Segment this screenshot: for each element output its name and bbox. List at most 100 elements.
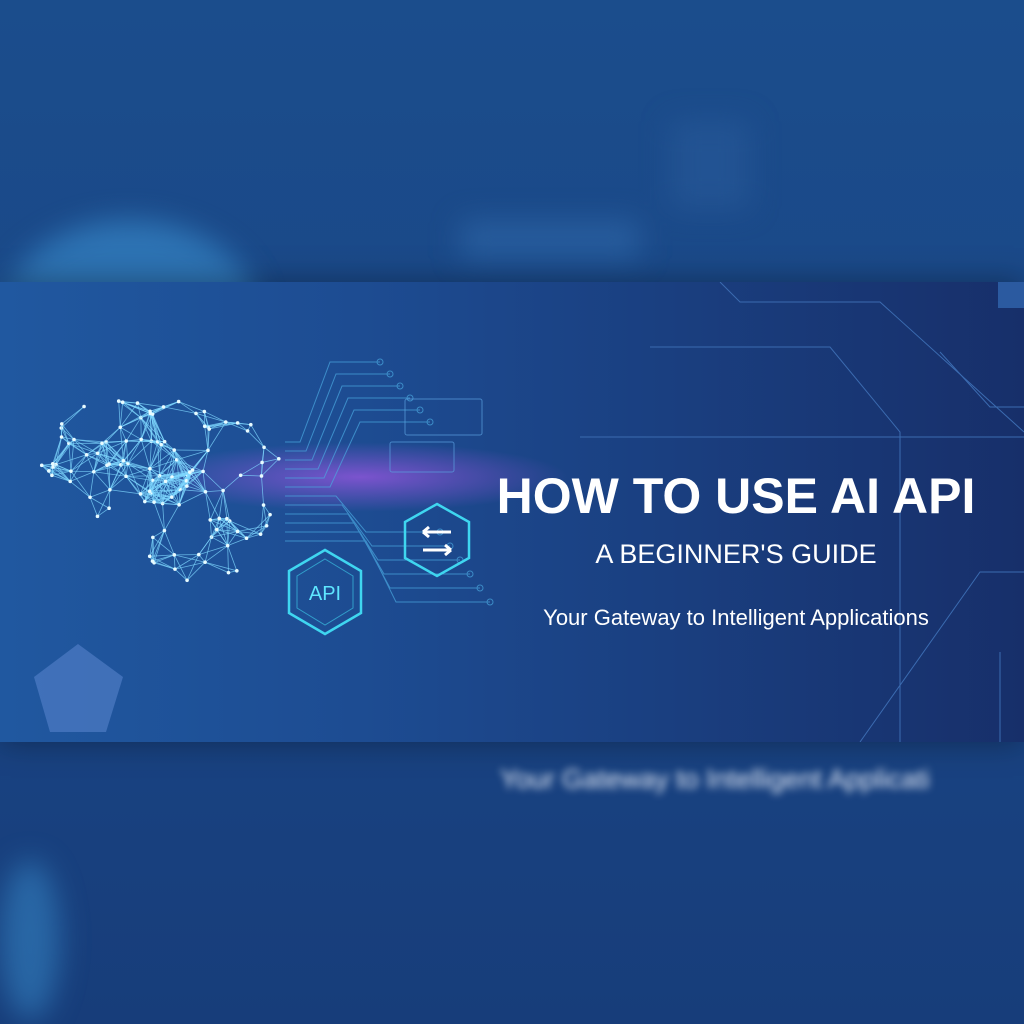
brain-mesh-line [144, 496, 172, 502]
brain-mesh-line [105, 441, 110, 465]
brain-node [72, 437, 76, 442]
circuit-trace [285, 409, 420, 479]
brain-node [170, 495, 174, 499]
brain-mesh-line [222, 474, 241, 491]
brain-node [244, 536, 249, 541]
brain-mesh-line [101, 443, 122, 466]
brain-node [249, 422, 253, 427]
brain-mesh-line [163, 406, 197, 414]
brain-node [88, 495, 92, 500]
brain-mesh-line [159, 475, 173, 478]
brain-mesh-line [120, 464, 127, 477]
brain-node [207, 427, 212, 431]
brain-mesh-line [198, 529, 218, 555]
brain-node [190, 468, 195, 472]
brain-node [143, 499, 147, 504]
brain-mesh-line [202, 450, 209, 472]
brain-mesh-line [108, 463, 111, 490]
brain-node [46, 469, 51, 473]
brain-mesh-line [152, 480, 173, 498]
brain-mesh-line [119, 427, 124, 461]
brain-mesh-line [149, 537, 154, 557]
brain-mesh-line [61, 436, 75, 440]
brain-node [150, 559, 155, 563]
brain-node [100, 441, 104, 446]
brain-mesh-line [204, 561, 229, 574]
brain-mesh-line [195, 413, 210, 430]
brain-node [188, 470, 192, 474]
brain-node [268, 512, 272, 517]
brain-mesh-line [211, 536, 228, 547]
brain-node [159, 442, 163, 447]
brain-node [162, 439, 167, 444]
circuit-node [426, 418, 434, 426]
hero-banner: API HOW TO USE AI API A BEGINNER'S GUIDE… [0, 282, 1024, 742]
api-badge-label: API [309, 583, 341, 605]
brain-mesh-line [149, 449, 175, 469]
brain-mesh-line [209, 519, 212, 538]
brain-mesh-line [61, 436, 87, 456]
brain-mesh-line [109, 475, 127, 491]
purple-glow [150, 442, 570, 512]
brain-mesh-line [173, 449, 193, 471]
brain-mesh-line [263, 446, 280, 460]
brain-mesh-line [260, 514, 271, 535]
brain-node [259, 474, 264, 478]
brain-mesh-line [204, 426, 209, 451]
brain-mesh-line [101, 440, 127, 444]
brain-node [152, 500, 156, 504]
blurred-tagline: Your Gateway to Intelligent Applicati [500, 764, 930, 794]
brain-mesh-line [93, 443, 103, 472]
brain-mesh-line [149, 491, 155, 503]
brain-mesh-line [86, 454, 110, 465]
brain-node [147, 489, 152, 493]
brain-mesh-line [173, 449, 191, 473]
brain-mesh-line [263, 504, 271, 515]
brain-node [264, 524, 269, 528]
subtitle: A BEGINNER'S GUIDE [595, 539, 877, 569]
brain-mesh-line [120, 426, 142, 440]
brain-mesh-line [246, 514, 271, 539]
brain-mesh-line [260, 504, 264, 535]
brain-mesh-line [60, 406, 85, 429]
circuit-node [486, 598, 494, 606]
brain-node [217, 516, 222, 521]
brain-mesh-line [237, 422, 251, 426]
brain-mesh-line [192, 450, 209, 471]
brain-mesh-line [250, 424, 265, 448]
tagline: Your Gateway to Intelligent Applications [543, 605, 929, 630]
brain-mesh-line [261, 447, 265, 463]
brain-mesh-line [164, 530, 175, 555]
brain-mesh-line [205, 491, 211, 520]
brain-mesh-line [140, 439, 151, 469]
brain-node [50, 473, 54, 478]
brain-mesh-line [140, 417, 165, 442]
brain-mesh-line [52, 463, 72, 472]
brain-mesh-line [126, 439, 142, 442]
circuit-trace [285, 361, 380, 443]
brain-mesh-line [204, 561, 237, 572]
brain-mesh-line [119, 402, 124, 428]
brain-mesh-line [109, 460, 124, 490]
brain-mesh-line [127, 463, 160, 477]
circuit-trace [285, 397, 410, 470]
brain-node [208, 518, 213, 522]
brain-mesh-line [140, 493, 163, 504]
brain-mesh-line [70, 439, 75, 472]
brain-node [162, 528, 167, 533]
brain-mesh-line [164, 441, 175, 451]
brain-node [176, 399, 181, 404]
brain-node [235, 421, 240, 425]
brain-mesh-line [207, 429, 210, 451]
brain-mesh-line [61, 423, 75, 440]
brain-mesh-line [101, 426, 121, 444]
brain-mesh-line [174, 554, 206, 563]
brain-mesh-line [210, 519, 238, 532]
brain-mesh-line [186, 480, 206, 493]
brain-node [223, 420, 228, 424]
brain-mesh-line [207, 421, 227, 451]
brain-mesh-line [216, 529, 228, 546]
brain-node [148, 411, 153, 416]
brain-mesh-line [209, 490, 224, 521]
brain-node [225, 543, 230, 548]
